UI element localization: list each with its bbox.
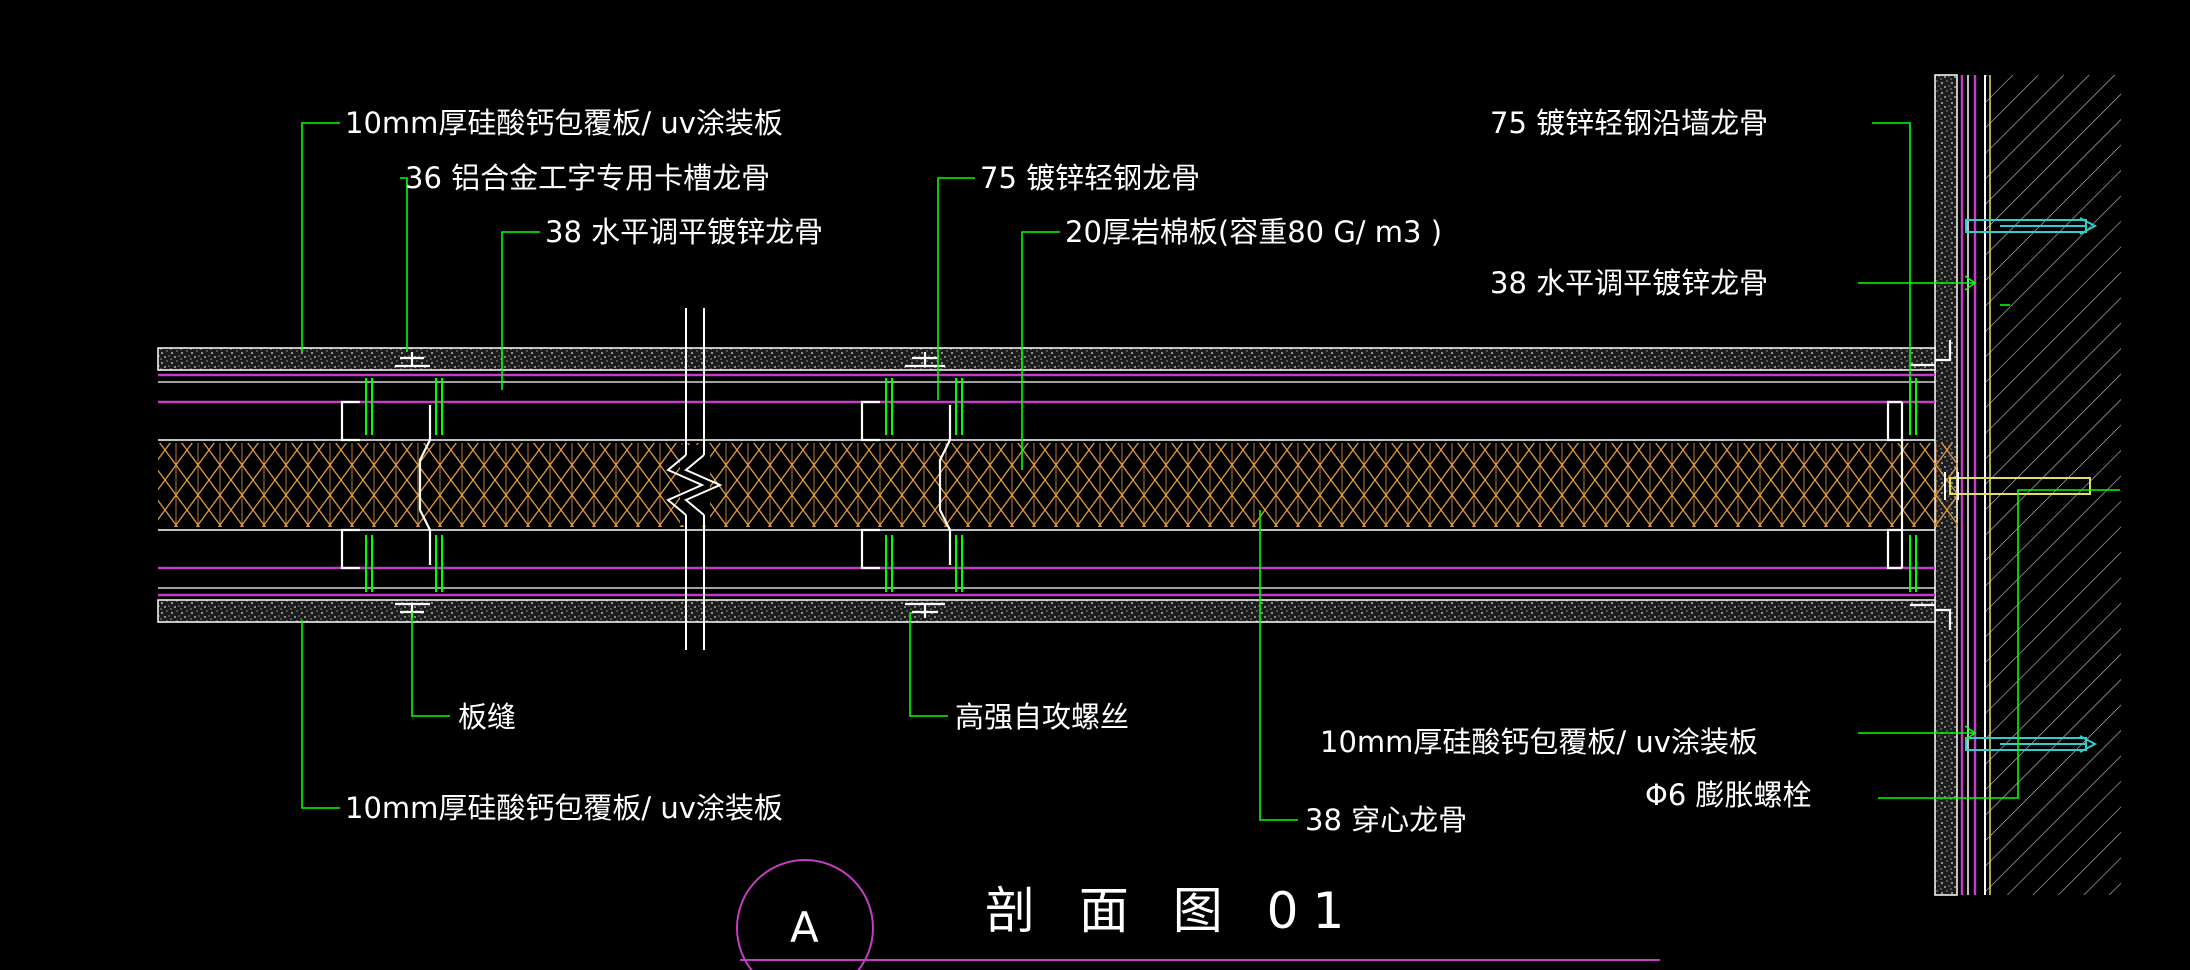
keel-lines bbox=[158, 400, 1935, 570]
label-bottom-board-right: 10mm厚硅酸钙包覆板/ uv涂装板 bbox=[1320, 725, 1758, 759]
section-mark-letter: A bbox=[790, 903, 819, 952]
concrete-wall bbox=[1984, 75, 2121, 895]
expansion-bolts bbox=[1944, 217, 2098, 753]
steel-keel-profiles bbox=[340, 340, 1952, 630]
label-t-keel: 36 铝合金工字专用卡槽龙骨 bbox=[405, 161, 770, 195]
leader-lines bbox=[301, 122, 2120, 821]
label-bolt: Φ6 膨胀螺栓 bbox=[1645, 778, 1812, 812]
break-line bbox=[666, 308, 723, 650]
bottom-board bbox=[157, 587, 1936, 623]
drawing-title: 剖 面 图 01 bbox=[985, 882, 1358, 940]
label-top-board: 10mm厚硅酸钙包覆板/ uv涂装板 bbox=[345, 106, 783, 140]
title-block: A 剖 面 图 01 bbox=[736, 859, 1660, 970]
label-joint: 板缝 bbox=[458, 700, 516, 734]
label-rock-wool: 20厚岩棉板(容重80 G/ m3 ) bbox=[1065, 215, 1442, 249]
label-screw: 高强自攻螺丝 bbox=[955, 700, 1129, 734]
label-level-keel-left: 38 水平调平镀锌龙骨 bbox=[545, 215, 823, 249]
label-steel-keel: 75 镀锌轻钢龙骨 bbox=[980, 161, 1200, 195]
rock-wool-layer bbox=[158, 443, 1958, 527]
label-wall-keel: 75 镀锌轻钢沿墙龙骨 bbox=[1490, 106, 1768, 140]
label-bottom-board-left: 10mm厚硅酸钙包覆板/ uv涂装板 bbox=[345, 791, 783, 825]
label-through-keel: 38 穿心龙骨 bbox=[1305, 803, 1467, 837]
screws bbox=[365, 378, 1917, 592]
label-level-keel-right: 38 水平调平镀锌龙骨 bbox=[1490, 266, 1768, 300]
section-mark-circle bbox=[736, 859, 874, 970]
